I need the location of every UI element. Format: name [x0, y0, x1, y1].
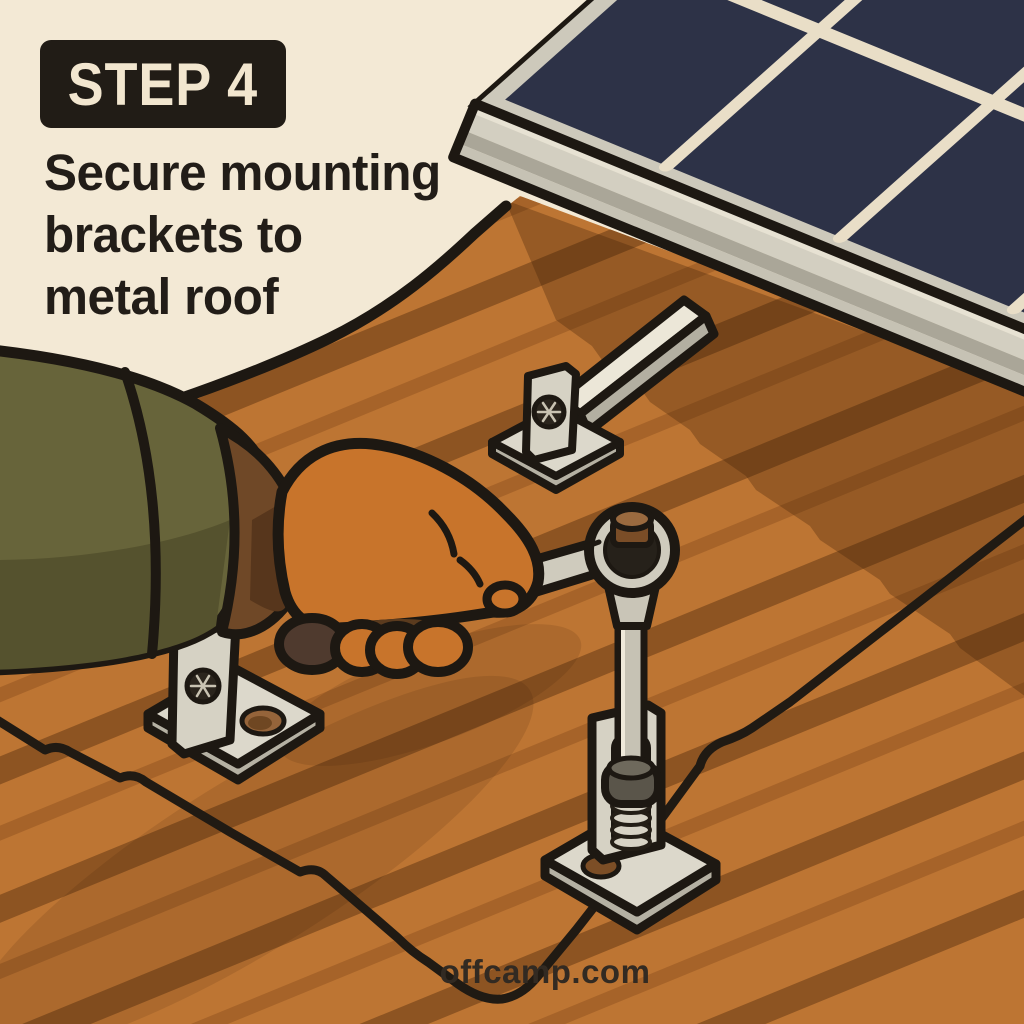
mounting-rail — [488, 295, 719, 494]
panel-shadow — [505, 200, 1024, 700]
finger — [403, 617, 473, 677]
title-line: metal roof — [44, 268, 279, 325]
thumb-crease — [456, 556, 484, 588]
panel-frame-side — [448, 98, 1024, 478]
panel-frame-left — [477, 0, 975, 111]
thumb-crease — [428, 509, 458, 558]
page-title: Secure mounting brackets to metal roof — [44, 142, 461, 328]
roof-seam — [0, 511, 1024, 1004]
wrench-head — [584, 502, 680, 598]
sleeve-seam — [120, 367, 161, 659]
installer-arm — [0, 345, 545, 679]
step-badge: STEP 4 — [40, 40, 286, 128]
solar-panel — [448, 0, 1024, 478]
watermark: offcamp.com — [439, 953, 651, 990]
title-line: brackets to — [44, 206, 303, 263]
step-badge-label: STEP 4 — [67, 50, 259, 118]
arm-shadow — [0, 624, 582, 1024]
index-fingertip — [482, 580, 528, 618]
panel-frame-inner — [477, 93, 1024, 465]
cell-grid — [642, 0, 1024, 324]
title-line: Secure mounting — [44, 144, 441, 201]
